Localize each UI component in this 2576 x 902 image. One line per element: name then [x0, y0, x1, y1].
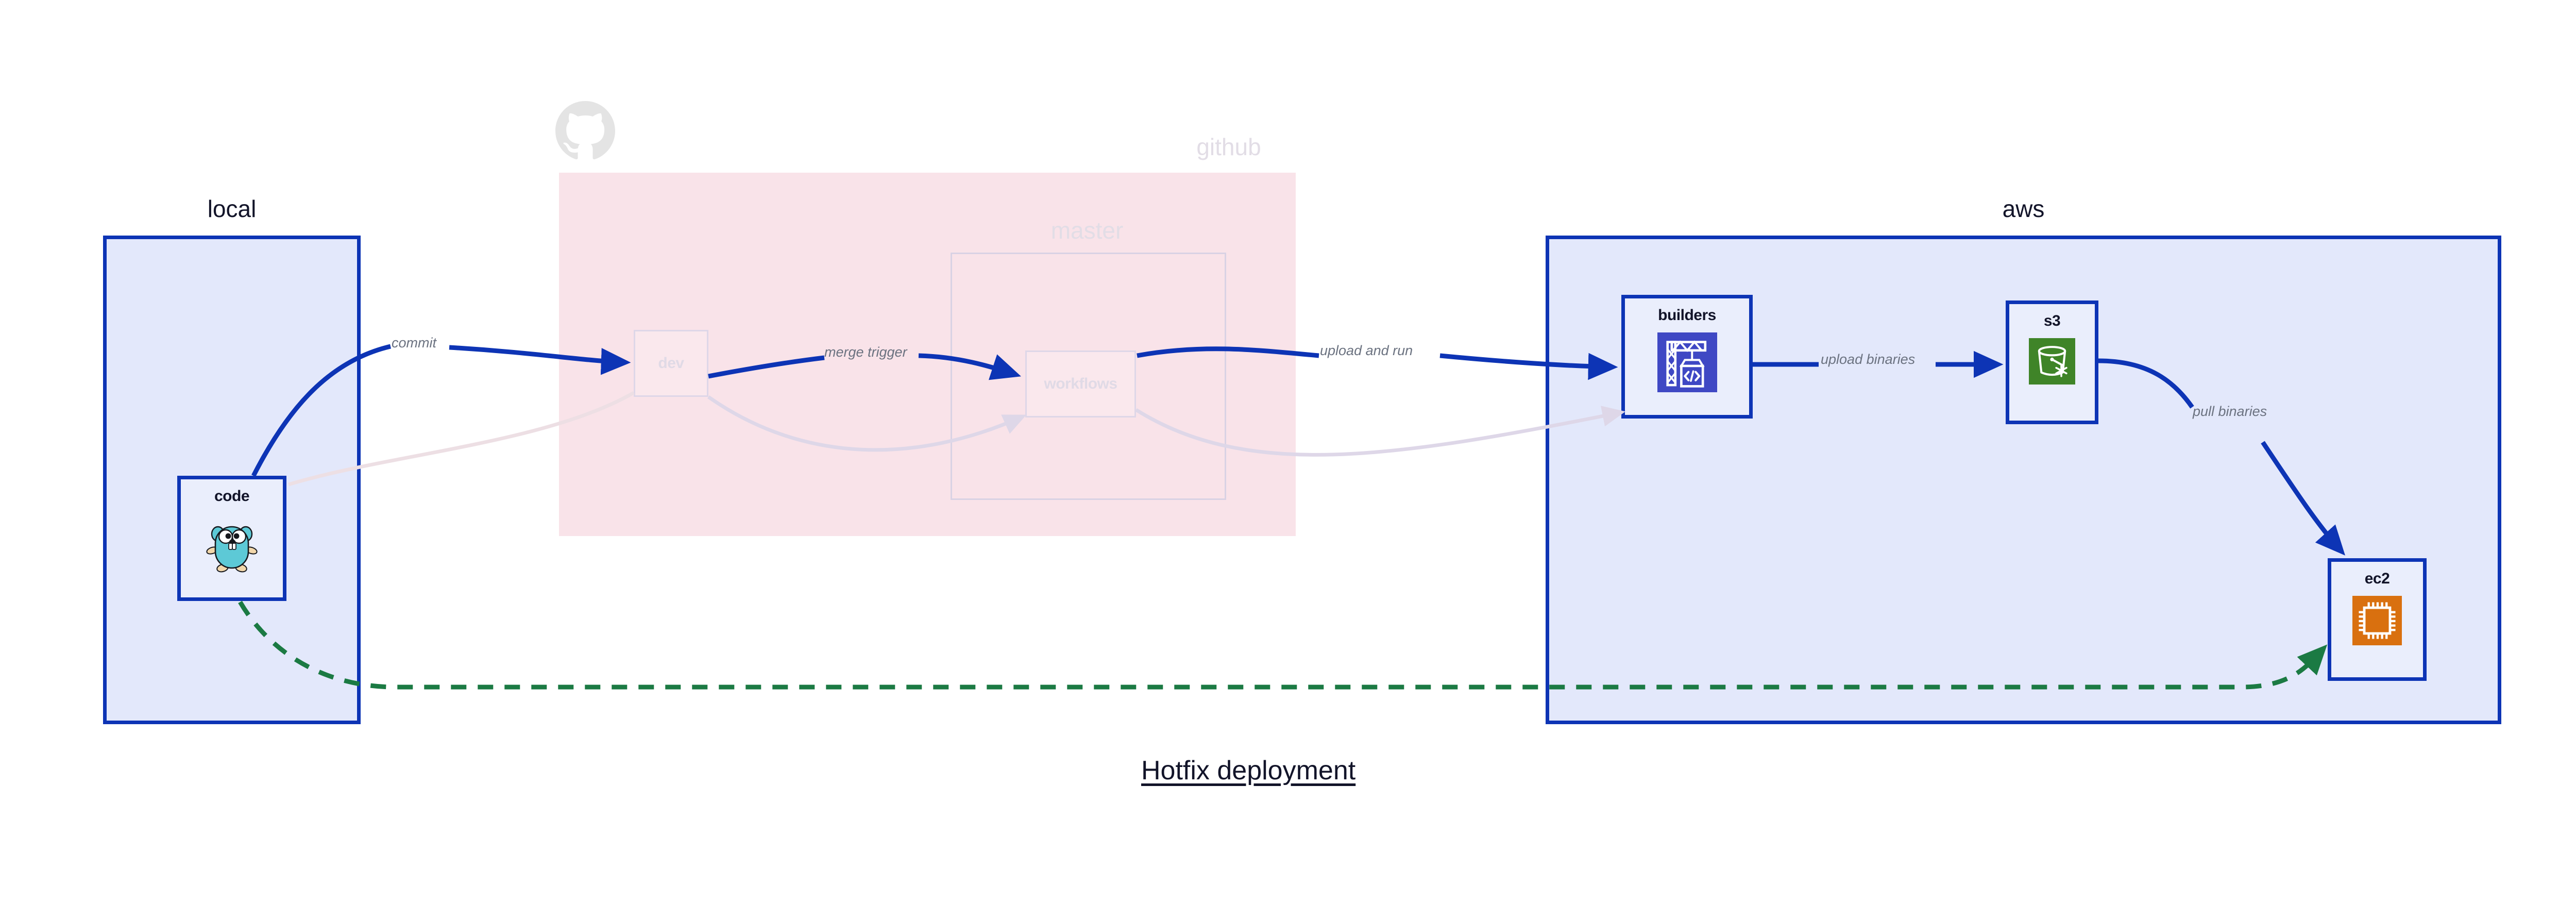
node-code[interactable]: code [177, 476, 286, 601]
group-label-local: local [207, 195, 257, 222]
node-code-label: code [214, 488, 250, 505]
node-workflows-label: workflows [1044, 375, 1117, 392]
go-gopher-icon [206, 526, 258, 573]
cpu-chip-icon [2352, 596, 2402, 645]
github-octocat-icon [555, 101, 615, 160]
edge-label-upload-and-run: upload and run [1320, 343, 1413, 358]
node-dev[interactable]: dev [634, 330, 708, 397]
node-builders[interactable]: builders [1621, 295, 1753, 419]
edge-label-upload-binaries: upload binaries [1821, 352, 1916, 367]
node-ec2-label: ec2 [2364, 570, 2390, 587]
s3-bucket-glacier-icon [2029, 338, 2075, 385]
node-builders-label: builders [1658, 307, 1716, 324]
group-label-github: github [1196, 133, 1261, 160]
node-dev-label: dev [658, 355, 684, 372]
crane-code-icon [1657, 332, 1717, 392]
node-s3-label: s3 [2043, 312, 2061, 329]
edge-label-pull-binaries: pull binaries [2193, 404, 2267, 419]
diagram-title: Hotfix deployment [1141, 756, 1356, 786]
node-workflows[interactable]: workflows [1025, 350, 1136, 417]
node-ec2[interactable]: ec2 [2328, 558, 2427, 681]
edge-label-merge-trigger: merge trigger [824, 344, 907, 360]
group-label-aws: aws [2002, 195, 2045, 222]
edge-label-commit: commit [392, 335, 436, 350]
node-s3[interactable]: s3 [2006, 300, 2098, 424]
group-label-master: master [1050, 217, 1124, 244]
